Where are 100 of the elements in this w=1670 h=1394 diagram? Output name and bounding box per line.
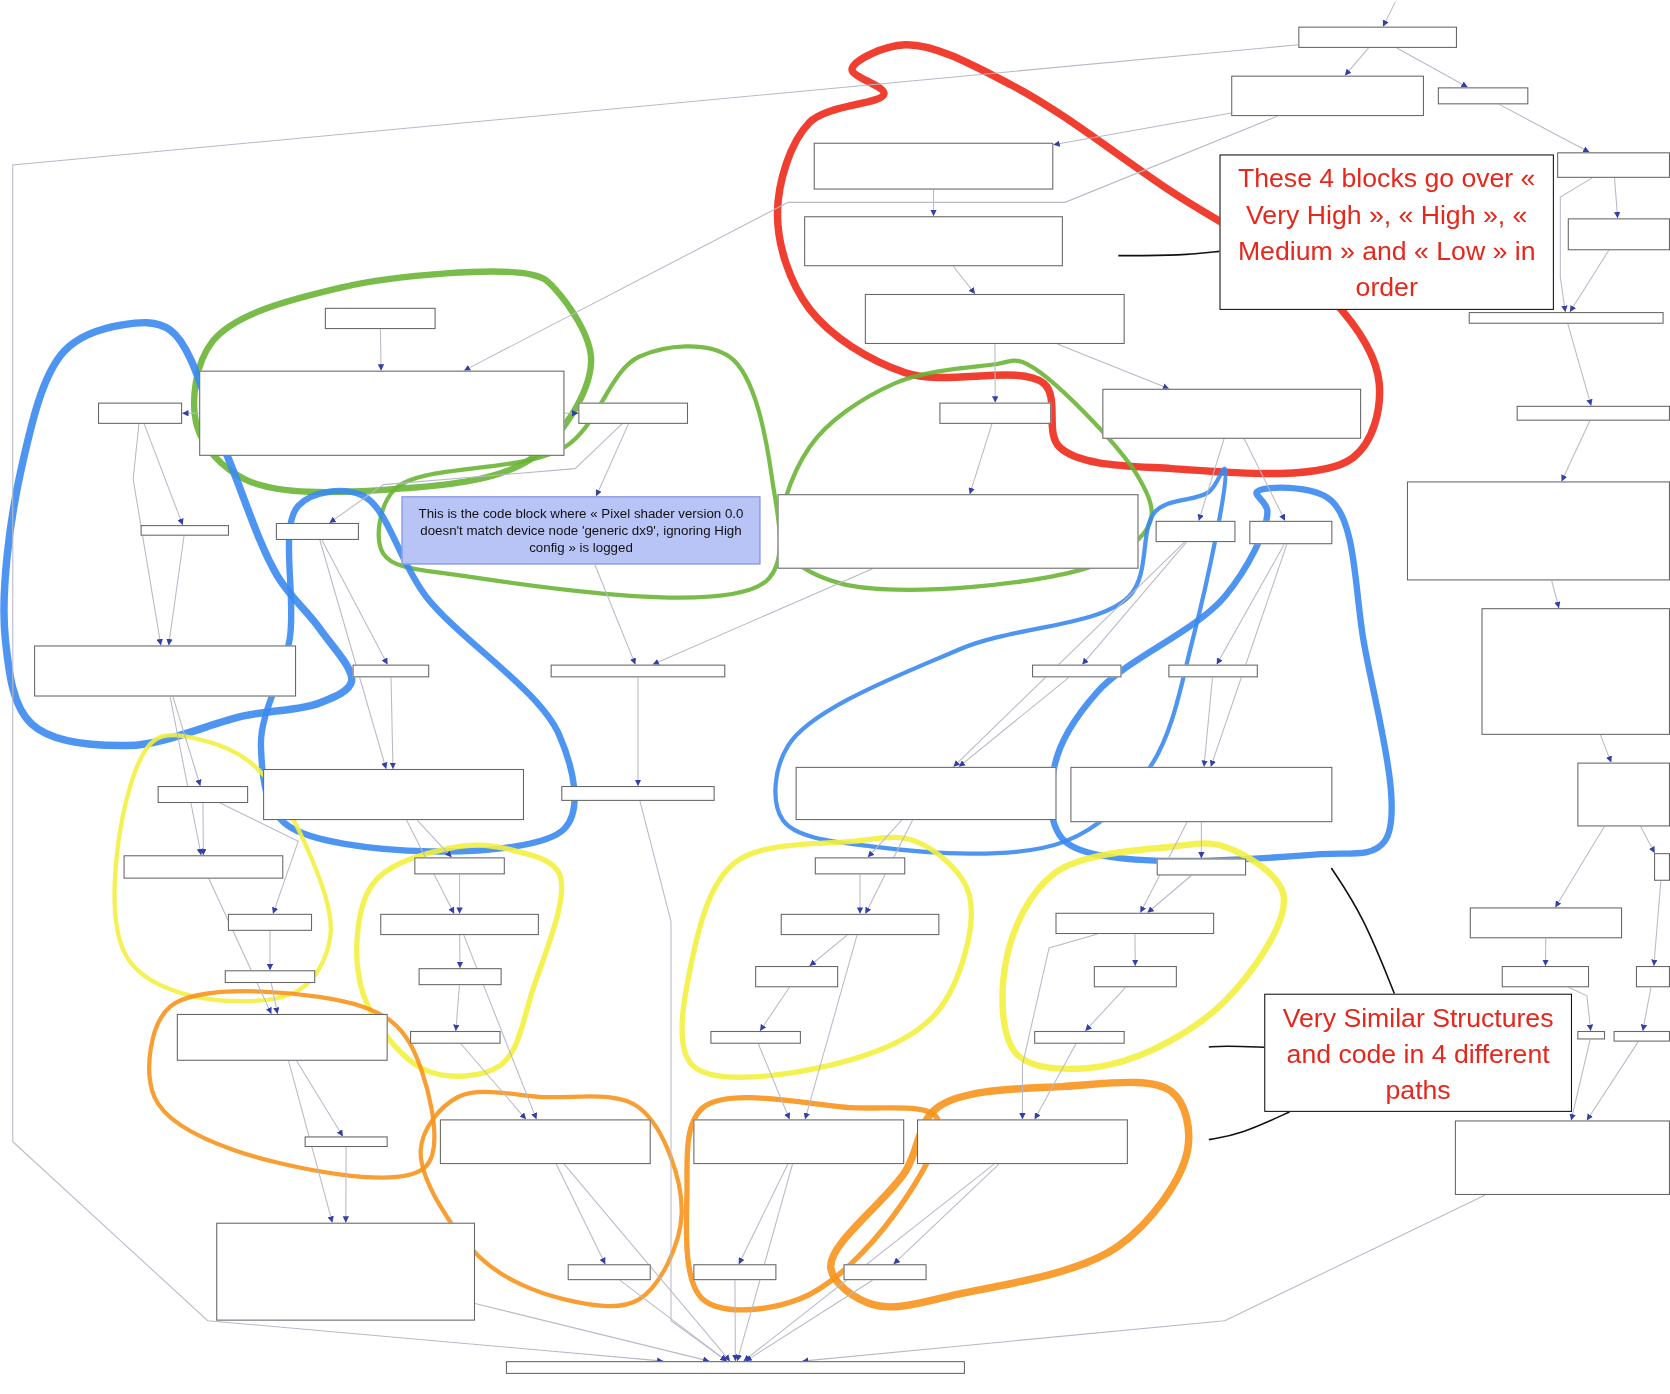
code-block-box	[227, 913, 313, 931]
arrow	[892, 1163, 1000, 1265]
arrow	[270, 982, 280, 1015]
leader-line	[1208, 1111, 1291, 1141]
code-block-box	[755, 966, 839, 988]
arrow	[732, 1279, 739, 1362]
arrow	[1034, 1043, 1077, 1120]
code-block-box	[804, 216, 1063, 267]
code-block-box	[864, 293, 1125, 344]
arrow	[563, 410, 579, 417]
code-block-box	[1406, 481, 1670, 581]
arrow	[1569, 249, 1610, 313]
code-block-box	[263, 768, 524, 821]
code-block-box	[1055, 912, 1215, 935]
arrow	[634, 676, 642, 787]
code-block-box	[693, 1119, 905, 1165]
arrow	[296, 1060, 344, 1137]
arrow	[1216, 543, 1285, 666]
arrow	[744, 1279, 874, 1362]
arrow	[738, 1163, 789, 1265]
arrow	[12, 44, 1299, 1364]
arrow	[1498, 103, 1590, 153]
code-block-box	[1557, 152, 1670, 178]
code-block-box	[216, 1222, 475, 1321]
arrow	[456, 934, 464, 969]
arrow	[456, 873, 463, 915]
arrow	[1132, 933, 1139, 967]
code-block-box	[418, 968, 502, 986]
arrow	[328, 423, 623, 524]
code-block-box	[578, 402, 688, 424]
code-block-box	[1168, 664, 1258, 678]
arrow	[801, 1194, 1486, 1364]
code-block-box	[410, 1030, 501, 1044]
annotation-box	[1264, 993, 1572, 1112]
code-block-box	[1577, 762, 1670, 827]
arrow	[1084, 986, 1127, 1032]
arrow	[735, 1163, 794, 1362]
leader-line	[1208, 1045, 1265, 1049]
code-block-box	[304, 1136, 388, 1148]
arrow	[132, 423, 163, 646]
code-block-box	[1437, 87, 1529, 105]
annotation-box	[1219, 154, 1554, 310]
code-block-box	[275, 522, 359, 540]
code-block-box	[1654, 853, 1670, 881]
arrow	[867, 819, 903, 858]
arrow	[809, 934, 848, 967]
code-block-box	[324, 307, 436, 330]
code-block-box	[380, 913, 539, 936]
arrow	[166, 535, 185, 646]
arrow	[288, 1060, 334, 1224]
arrow	[757, 1043, 791, 1120]
arrow	[1146, 874, 1192, 914]
code-block-box	[98, 402, 183, 424]
code-block-box	[140, 525, 229, 536]
code-block-box	[939, 402, 1052, 424]
arrow	[595, 423, 629, 497]
arrow	[952, 541, 1186, 768]
code-block-box	[157, 786, 249, 804]
arrow	[389, 676, 397, 770]
code-block-box	[795, 766, 1057, 821]
arrow	[1567, 986, 1594, 1032]
arrow	[1344, 47, 1370, 77]
arrow	[1599, 734, 1612, 764]
arrow	[1396, 47, 1469, 88]
code-block-box	[1156, 858, 1247, 876]
code-block-box	[1102, 388, 1362, 439]
arrow	[1651, 880, 1662, 967]
code-block-box	[814, 857, 906, 875]
arrow	[992, 343, 999, 404]
arrow	[1613, 177, 1621, 219]
code-block-box	[414, 857, 505, 875]
code-block-box	[780, 913, 940, 936]
code-block-box	[550, 664, 726, 678]
code-block-box	[567, 1264, 651, 1281]
code-block-box	[1468, 312, 1664, 324]
code-block-box	[693, 1264, 777, 1281]
arrow	[1640, 986, 1652, 1032]
arrow	[1382, 1, 1396, 28]
code-block-box	[1298, 26, 1457, 48]
arrow	[563, 1163, 731, 1362]
code-block-box	[1481, 608, 1670, 735]
code-block-box	[123, 855, 284, 879]
arrow	[453, 984, 460, 1032]
code-block-box	[1070, 766, 1333, 823]
code-block-box	[1231, 75, 1424, 117]
arrow	[321, 539, 389, 666]
arrow	[1551, 579, 1561, 609]
arrow	[803, 934, 858, 1120]
code-block-box	[1454, 1120, 1670, 1195]
code-block-box	[224, 970, 316, 984]
code-block-box	[176, 1013, 388, 1061]
arrow	[181, 410, 200, 417]
arrow	[172, 696, 202, 787]
highlighted-code-block	[401, 496, 761, 565]
arrow	[1640, 825, 1656, 854]
code-block-box	[1635, 966, 1670, 988]
block-description: This is the code block where « Pixel shader version 0.0 doesn't match device node 'generic dx9', ignoring High config » is logged	[417, 504, 745, 556]
code-block-box	[1249, 520, 1333, 545]
code-block-box	[1516, 405, 1670, 421]
code-block-box	[1469, 907, 1623, 939]
